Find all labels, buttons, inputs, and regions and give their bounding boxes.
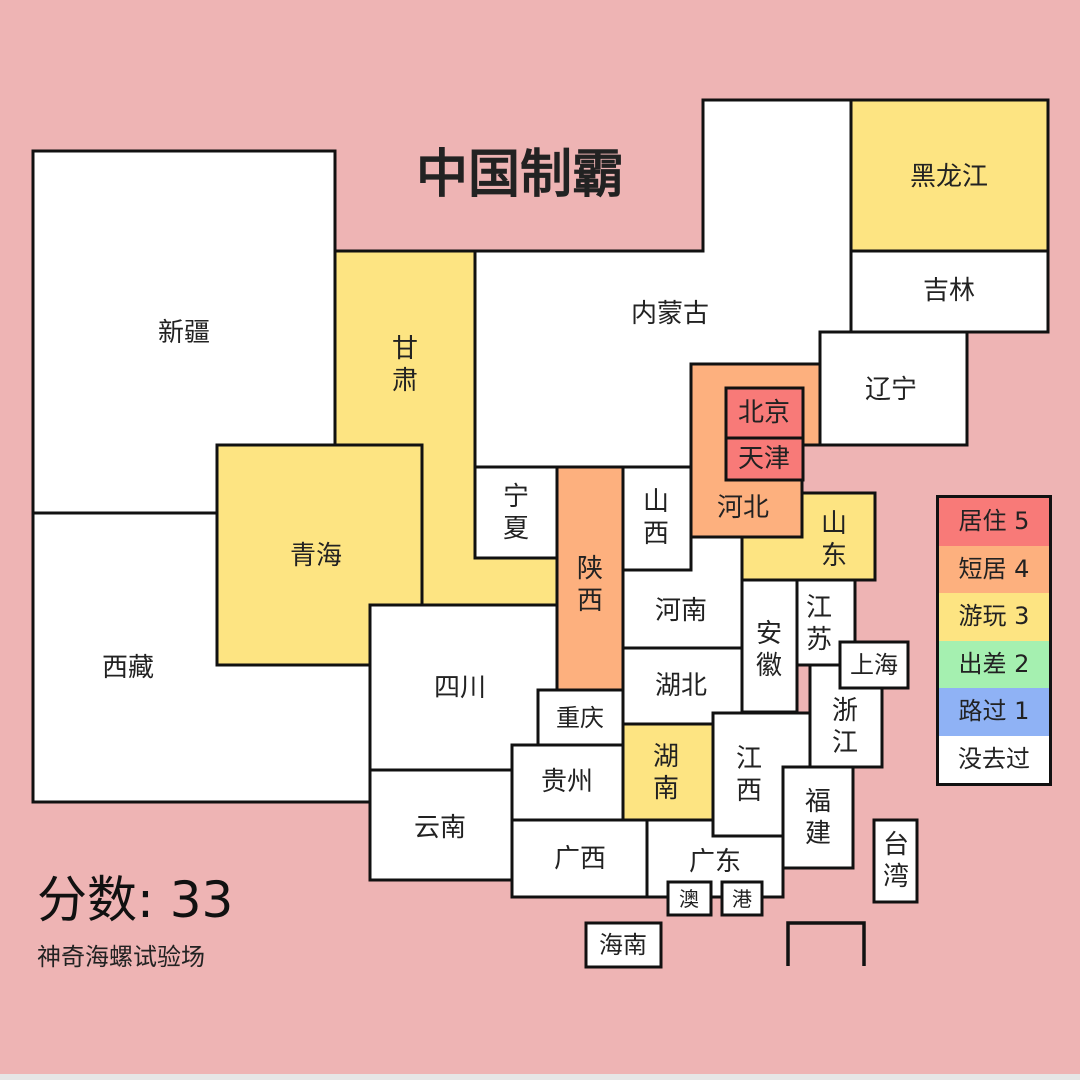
region-31[interactable]: [645, 818, 785, 899]
region-25[interactable]: [621, 722, 715, 822]
legend-item-5: 居住 5: [939, 498, 1049, 546]
region-7[interactable]: [849, 249, 1050, 334]
bottom-bar: [0, 1074, 1080, 1080]
region-label: 东: [821, 541, 847, 571]
region-label: 安: [756, 619, 782, 649]
region-label: 河南: [655, 596, 707, 626]
region-label: 西: [736, 776, 762, 806]
region-label: 河北: [717, 493, 769, 523]
region-34[interactable]: [584, 921, 663, 969]
region-label: 建: [805, 819, 831, 849]
region-label: 四川: [434, 673, 486, 703]
region-label: 广东: [689, 847, 741, 877]
region-label: 湖北: [655, 671, 707, 701]
region-label: 陕: [577, 554, 603, 584]
region-label: 江: [736, 744, 762, 774]
region-label: 湖: [653, 742, 679, 772]
region-label: 海南: [599, 931, 647, 959]
legend-item-4: 短居 4: [939, 545, 1049, 593]
region-24[interactable]: [872, 818, 919, 904]
region-label: 宁: [503, 482, 529, 512]
region-33[interactable]: [720, 880, 764, 917]
region-label: 甘: [392, 334, 418, 364]
region-label: 广西: [554, 844, 606, 874]
page-title: 中国制霸: [415, 145, 624, 205]
region-label: 山: [643, 487, 669, 517]
legend: 居住 5 短居 4 游玩 3 出差 2 路过 1 没去过: [936, 495, 1052, 786]
region-labels: 新疆西藏甘肃青海内蒙古黑龙江吉林辽宁河北北京天津山东宁夏陕西山西河南湖北安徽江苏…: [102, 162, 988, 959]
region-label: 江: [806, 593, 832, 623]
region-11[interactable]: [724, 436, 805, 482]
region-label: 重庆: [556, 704, 604, 732]
region-label: 西: [577, 586, 603, 616]
region-label: 云南: [414, 813, 466, 843]
region-label: 辽宁: [865, 375, 917, 405]
region-label: 天津: [738, 444, 790, 474]
south-sea-bracket: [786, 921, 866, 966]
score-display: 分数: 33: [37, 871, 234, 929]
region-label: 内蒙古: [631, 299, 709, 329]
region-label: 港: [732, 887, 752, 911]
region-label: 徽: [756, 651, 782, 681]
region-label: 湾: [883, 862, 909, 892]
legend-item-3: 游玩 3: [939, 593, 1049, 641]
region-label: 新疆: [158, 318, 210, 348]
region-label: 上海: [850, 651, 898, 679]
legend-item-1: 路过 1: [939, 688, 1049, 736]
region-label: 苏: [806, 625, 832, 655]
region-label: 肃: [392, 366, 418, 396]
region-label: 北京: [738, 398, 790, 428]
region-label: 贵州: [541, 767, 593, 797]
region-label: 浙: [832, 696, 858, 726]
region-label: 南: [653, 774, 679, 804]
region-shapes: [31, 98, 1050, 969]
region-13[interactable]: [473, 465, 559, 560]
region-label: 西藏: [102, 653, 154, 683]
region-label: 山: [821, 509, 847, 539]
region-label: 澳: [679, 887, 699, 911]
region-32[interactable]: [666, 880, 713, 917]
region-label: 西: [643, 519, 669, 549]
region-label: 台: [883, 830, 909, 860]
region-label: 青海: [290, 541, 342, 571]
region-23[interactable]: [781, 765, 855, 870]
region-20[interactable]: [838, 640, 910, 690]
subtitle: 神奇海螺试验场: [37, 943, 205, 971]
region-label: 夏: [503, 514, 529, 544]
legend-item-2: 出差 2: [939, 640, 1049, 688]
region-label: 吉林: [923, 276, 975, 306]
region-label: 江: [832, 728, 858, 758]
legend-item-0: 没去过: [939, 735, 1049, 783]
region-label: 黑龙江: [910, 162, 988, 192]
region-label: 福: [805, 787, 831, 817]
